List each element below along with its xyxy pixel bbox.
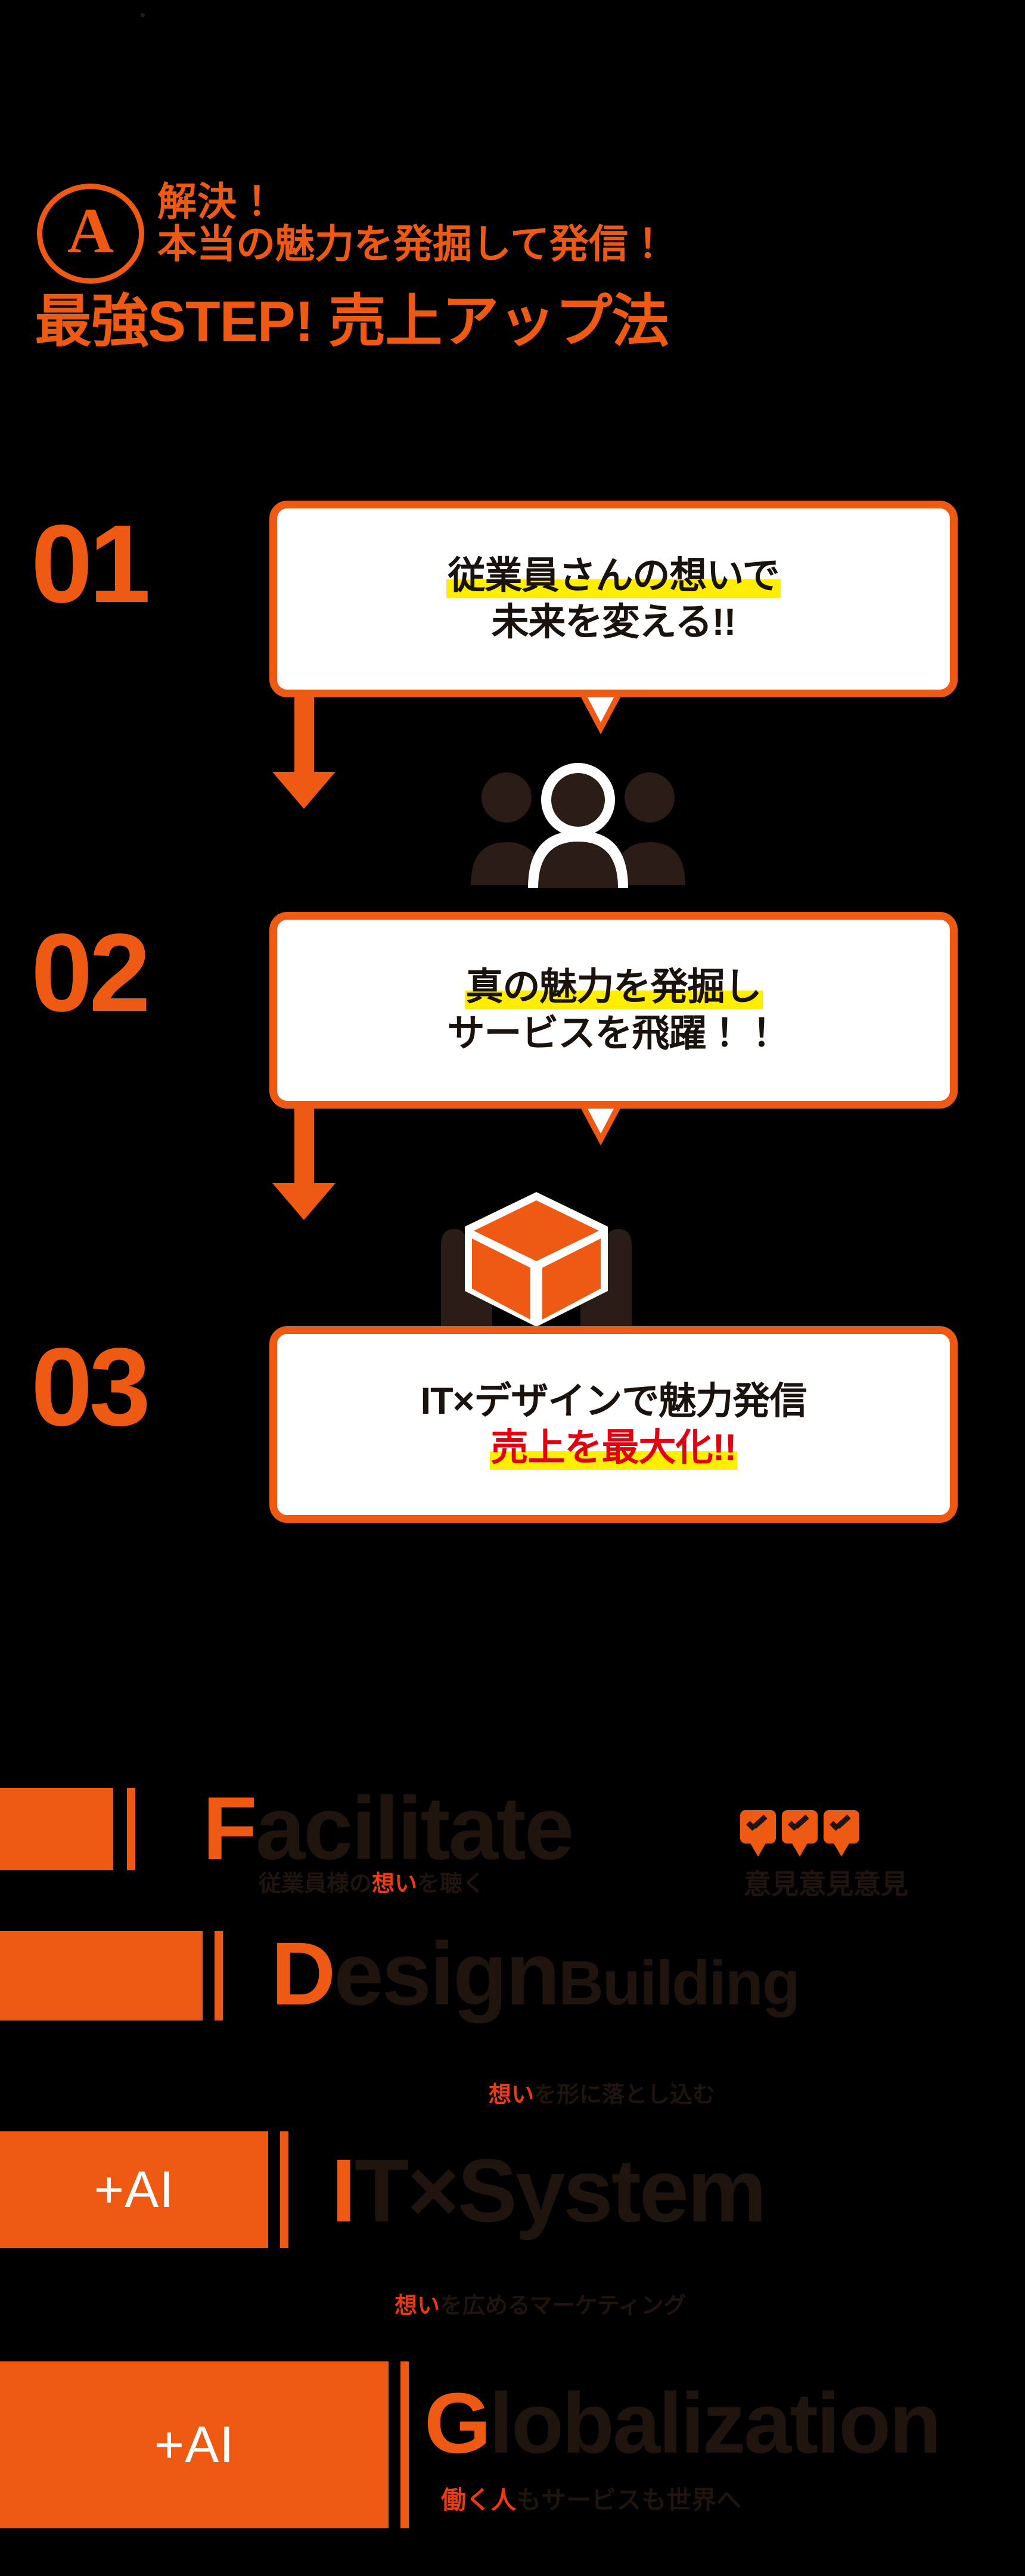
service-subtitle-2-post: を形に落とし込む [534, 2082, 716, 2108]
service-title-4: Globalization [424, 2381, 942, 2466]
service-subtitle-1-extra: 意見意見意見 [744, 1869, 908, 1900]
step-02-line1: 真の魅力を発掘し [464, 964, 763, 1009]
top-dot [141, 13, 145, 17]
service-chip-2 [0, 1931, 203, 2021]
service-subtitle-1-em: 想い [372, 1872, 418, 1897]
answer-badge: A [37, 184, 144, 284]
service-title-2-rest: esign [334, 1923, 560, 2023]
service-subtitle-3-em: 想い [395, 2293, 440, 2319]
chat-bubble-icon-2 [782, 1810, 818, 1857]
service-subtitle-4-post: もサービスも世界へ [516, 2486, 742, 2514]
step-01-connector [294, 697, 314, 775]
service-row-design: DesignBuilding 想いを形に落とし込む [0, 1907, 1025, 2106]
service-chip-4: +AI [0, 2361, 389, 2528]
step-01-bubble-tail [581, 697, 620, 734]
step-01-arrowhead [272, 772, 336, 809]
step-03-bubble: IT×デザインで魅力発信 売上を最大化!! [269, 1326, 958, 1523]
step-02-bubble-tail [581, 1109, 620, 1146]
service-subtitle-4-em: 働く人 [441, 2486, 517, 2514]
step-02-number: 02 [31, 911, 151, 1035]
service-subtitle-1-pre: 従業員様の [259, 1872, 372, 1897]
service-subtitle-3-post: を広めるマーケティング [440, 2293, 687, 2319]
service-title-2-sub: Building [558, 1948, 800, 2018]
service-title-3: IT×System [331, 2146, 767, 2235]
service-subtitle-2: 想いを形に落とし込む [489, 2084, 715, 2106]
header-line1: 解決！ [157, 179, 277, 224]
service-subtitle-1-post: を聴く [417, 1872, 486, 1897]
service-title-4-rest: lobalization [489, 2375, 942, 2471]
service-subtitle-3: 想いを広めるマーケティング [395, 2295, 686, 2317]
chat-bubble-icon-1 [740, 1810, 776, 1857]
step-03-line1: IT×デザインで魅力発信 [420, 1380, 807, 1422]
service-chip-1 [0, 1788, 113, 1870]
service-title-3-cap: I [331, 2140, 356, 2240]
header-line2: 本当の魅力を発掘して発信！ [157, 222, 668, 266]
header-row: A 解決！ 本当の魅力を発掘して発信！ [0, 179, 1025, 284]
service-divider-4 [400, 2361, 409, 2528]
service-row-facilitate: Facilitate 従業員様の想いを聴く 意見意見意見 [0, 1759, 1025, 1908]
service-subtitle-2-em: 想い [489, 2082, 535, 2108]
step-01-line1: 従業員さんの想いで [446, 553, 781, 598]
service-title-1: Facilitate [203, 1783, 574, 1873]
service-divider-1 [127, 1788, 135, 1870]
step-01-number: 01 [31, 502, 151, 626]
header-text: 解決！ 本当の魅力を発掘して発信！ [157, 179, 667, 266]
service-title-1-rest: acilitate [255, 1778, 574, 1878]
hands-box-icon [441, 1192, 632, 1353]
step-01-line2: 未来を変える!! [491, 601, 736, 643]
service-title-4-cap: G [424, 2375, 491, 2471]
service-subtitle-4: 働く人もサービスも世界へ [441, 2488, 741, 2513]
header-block: A 解決！ 本当の魅力を発掘して発信！ 最強STEP! 売上アップ法 [0, 179, 1025, 352]
service-row-itsystem: +AI IT×System 想いを広めるマーケティング [0, 2117, 1025, 2317]
service-title-3-rest: T×System [354, 2140, 767, 2240]
page-title: 最強STEP! 売上アップ法 [35, 290, 669, 353]
service-title-2-cap: D [271, 1923, 336, 2023]
chat-bubble-icon-3 [824, 1810, 859, 1857]
service-chip-4-label: +AI [154, 2416, 235, 2473]
answer-badge-label: A [67, 195, 114, 266]
step-02-arrowhead [272, 1183, 336, 1220]
step-03-number: 03 [31, 1326, 151, 1449]
service-divider-3 [280, 2131, 288, 2248]
service-chip-3: +AI [0, 2131, 268, 2248]
people-icon [471, 763, 685, 888]
service-row-globalization: +AI Globalization 働く人もサービスも世界へ [0, 2350, 1025, 2528]
service-title-1-cap: F [203, 1778, 257, 1878]
step-03-line2: 売上を最大化!! [489, 1426, 738, 1470]
step-02-bubble: 真の魅力を発掘し サービスを飛躍！！ [269, 912, 958, 1146]
step-01-bubble: 従業員さんの想いで 未来を変える!! [269, 501, 958, 734]
step-02-line2: サービスを飛躍！！ [447, 1013, 781, 1054]
chat-icons-group [740, 1810, 859, 1857]
service-divider-2 [215, 1931, 223, 2021]
service-subtitle-1: 従業員様の想いを聴く [259, 1873, 485, 1895]
service-title-2: DesignBuilding [271, 1929, 800, 2018]
service-chip-3-label: +AI [94, 2161, 175, 2218]
step-02-connector [294, 1109, 314, 1186]
